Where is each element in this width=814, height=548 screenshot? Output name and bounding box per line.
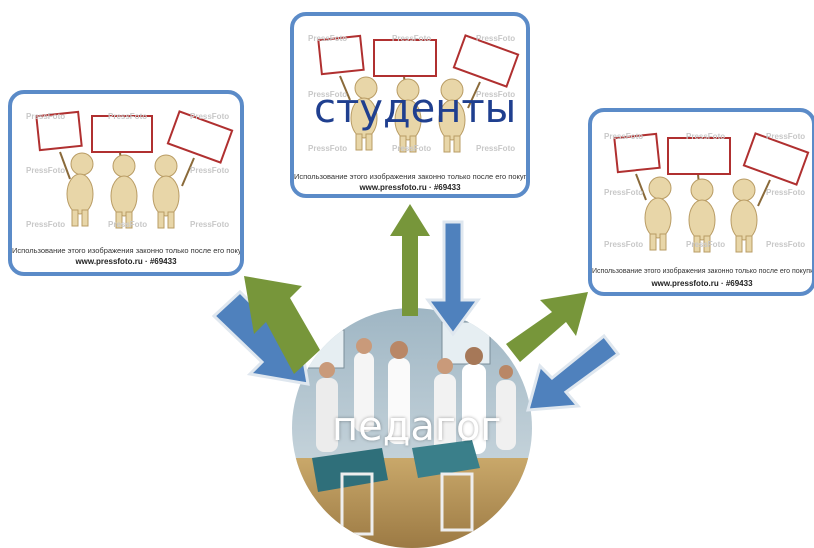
license-caption: Использование этого изображения законно … <box>12 246 244 255</box>
watermark: PressFoto <box>766 188 806 197</box>
presenters-illustration <box>35 110 234 229</box>
arrow-green-top-icon <box>390 204 430 316</box>
arrow-green-right-icon <box>506 292 588 362</box>
teacher-label: педагог <box>332 404 502 450</box>
watermark: PressFoto <box>604 240 644 249</box>
watermark: PressFoto <box>766 240 806 249</box>
students-card-left: PressFoto PressFoto PressFoto PressFoto … <box>8 90 244 276</box>
students-card-right: PressFoto PressFoto PressFoto PressFoto … <box>588 108 814 296</box>
watermark: PressFoto <box>26 220 66 229</box>
watermark: PressFoto <box>476 90 516 99</box>
watermark: PressFoto <box>108 220 148 229</box>
watermark: PressFoto <box>476 34 516 43</box>
license-url: www.pressfoto.ru · #69433 <box>75 257 177 266</box>
watermark: PressFoto <box>686 240 726 249</box>
watermark: PressFoto <box>190 220 230 229</box>
watermark: PressFoto <box>604 132 644 141</box>
presenters-illustration <box>317 34 520 153</box>
watermark: PressFoto <box>308 90 348 99</box>
teacher-photo <box>292 308 532 548</box>
dental-classroom-photo <box>292 308 532 548</box>
license-url: www.pressfoto.ru · #69433 <box>359 183 461 192</box>
arrow-blue-top-icon <box>425 220 481 337</box>
watermark: PressFoto <box>308 144 348 153</box>
watermark: PressFoto <box>766 132 806 141</box>
watermark: PressFoto <box>26 166 66 175</box>
watermark: PressFoto <box>392 144 432 153</box>
watermark: PressFoto <box>686 132 726 141</box>
watermark: PressFoto <box>190 112 230 121</box>
license-caption: Использование этого изображения законно … <box>294 172 530 181</box>
watermark: PressFoto <box>190 166 230 175</box>
students-card-top: PressFoto PressFoto PressFoto PressFoto … <box>290 12 530 198</box>
license-caption: Использование этого изображения законно … <box>592 268 814 275</box>
presenters-illustration <box>613 132 810 253</box>
watermark: PressFoto <box>604 188 644 197</box>
students-label: студенты <box>314 86 517 132</box>
watermark: PressFoto <box>476 144 516 153</box>
watermark: PressFoto <box>392 34 432 43</box>
arrow-blue-right-icon <box>525 333 621 412</box>
watermark: PressFoto <box>308 34 348 43</box>
license-url: www.pressfoto.ru · #69433 <box>651 279 753 288</box>
arrow-green-left-icon <box>244 276 320 374</box>
watermark: PressFoto <box>26 112 66 121</box>
watermark: PressFoto <box>108 112 148 121</box>
